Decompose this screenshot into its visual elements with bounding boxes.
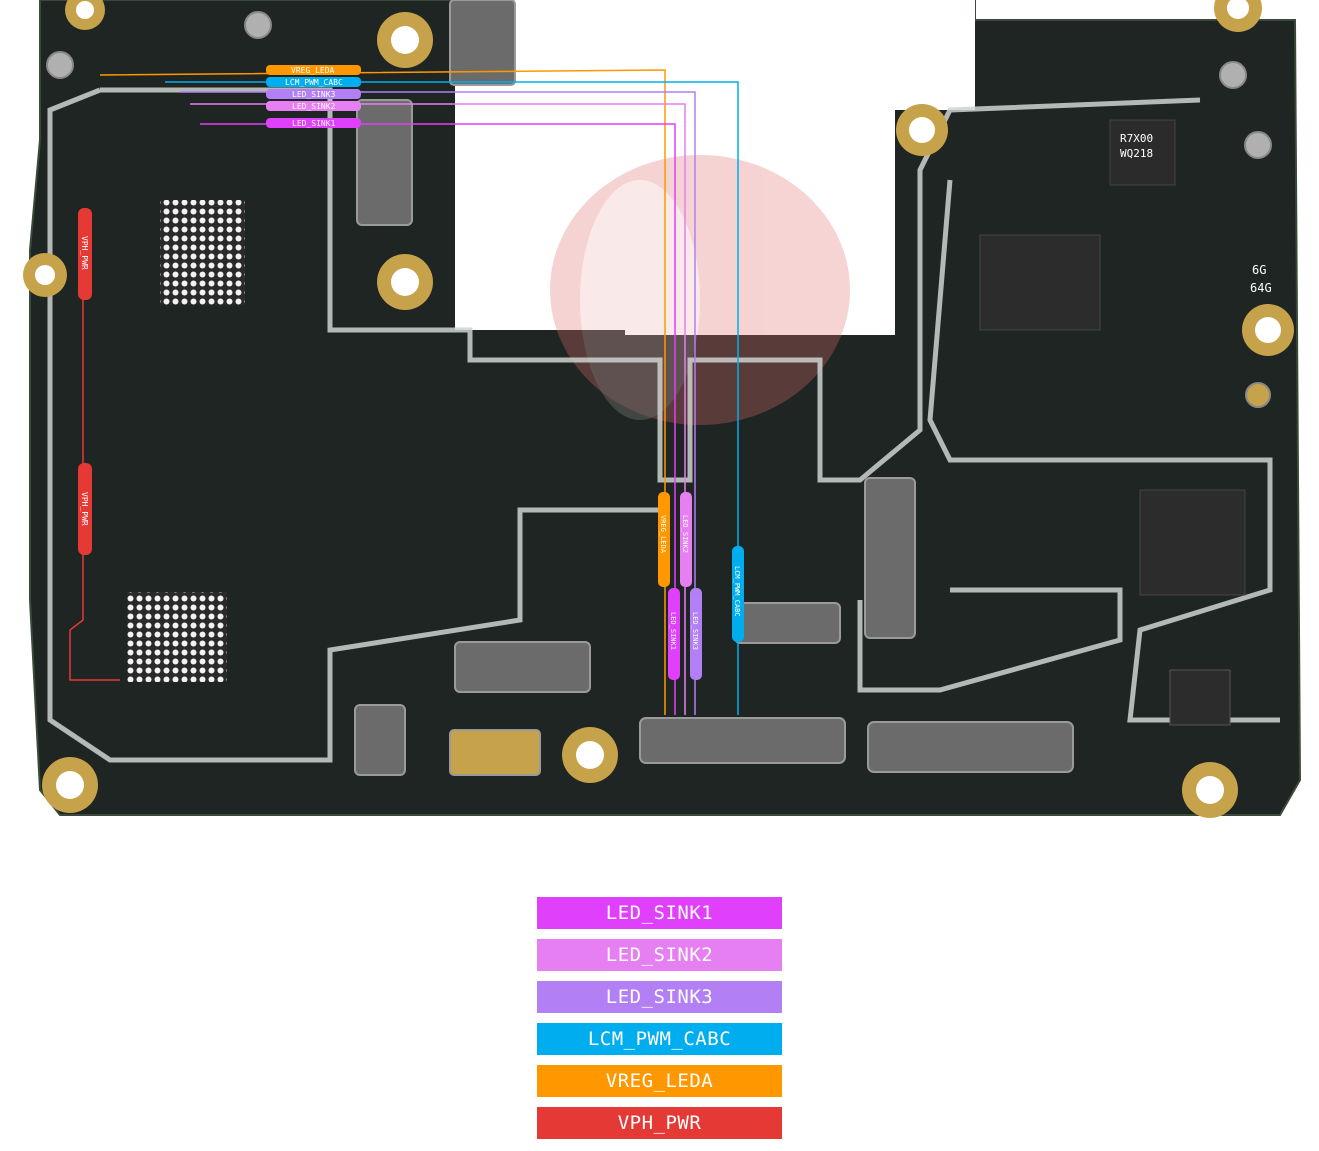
vlabel-sink2: LED_SINK2 — [681, 515, 689, 553]
vlabel-vreg: VREG_LEDA — [659, 515, 667, 554]
memory-mark-line1: 6G — [1252, 263, 1266, 277]
memory-chip — [979, 234, 1101, 331]
bga-chip-bottom-left — [127, 592, 227, 682]
chip-mark-line1: R7X00 — [1120, 132, 1153, 145]
top-label-sink2: LED_SINK2 — [292, 102, 336, 111]
top-label-lcm: LCM_PWM_CABC — [285, 78, 343, 87]
chip-r7x00 — [1109, 119, 1176, 186]
top-net-labels: VREG_LEDA LCM_PWM_CABC LED_SINK3 LED_SIN… — [266, 65, 361, 128]
memory-mark-line2: 64G — [1250, 281, 1272, 295]
mounting-holes — [23, 0, 1294, 818]
qualcomm-chip — [1169, 669, 1231, 726]
watermark-logo — [550, 155, 850, 425]
soc-chip-right — [1139, 489, 1246, 596]
top-label-sink1: LED_SINK1 — [292, 119, 336, 128]
chip-mark-line2: WQ218 — [1120, 147, 1153, 160]
vlabel-sink3: LED_SINK3 — [691, 612, 699, 650]
net-legend: LED_SINK1 LED_SINK2 LED_SINK3 LCM_PWM_CA… — [537, 897, 782, 1149]
legend-led-sink1: LED_SINK1 — [537, 897, 782, 929]
top-label-vreg: VREG_LEDA — [291, 66, 335, 75]
shield-lines — [47, 87, 1280, 763]
vlabel-sink1: LED_SINK1 — [669, 612, 677, 650]
board-connectors — [354, 0, 1074, 776]
vlabel-lcm: LCM_PWM_CABC — [733, 566, 741, 617]
legend-led-sink3: LED_SINK3 — [537, 981, 782, 1013]
legend-led-sink2: LED_SINK2 — [537, 939, 782, 971]
board-cutout-lower — [455, 130, 630, 330]
antenna-connectors — [46, 11, 1272, 408]
pcb-board-view: R7X00 WQ218 6G 64G VREG_LEDA LCM_PWM_CAB… — [23, 0, 1302, 818]
top-label-sink3: LED_SINK3 — [292, 90, 336, 99]
vlabel-vph-lower: VPH_PWR — [80, 492, 89, 526]
bga-chip-top-left — [160, 200, 245, 305]
legend-lcm-pwm-cabc: LCM_PWM_CABC — [537, 1023, 782, 1055]
legend-vreg-leda: VREG_LEDA — [537, 1065, 782, 1097]
legend-vph-pwr: VPH_PWR — [537, 1107, 782, 1139]
board-cutout — [455, 0, 975, 335]
vertical-net-labels: VPH_PWR VPH_PWR VREG_LEDA LED_SINK2 LED_… — [78, 208, 744, 680]
vlabel-vph-upper: VPH_PWR — [80, 236, 89, 270]
